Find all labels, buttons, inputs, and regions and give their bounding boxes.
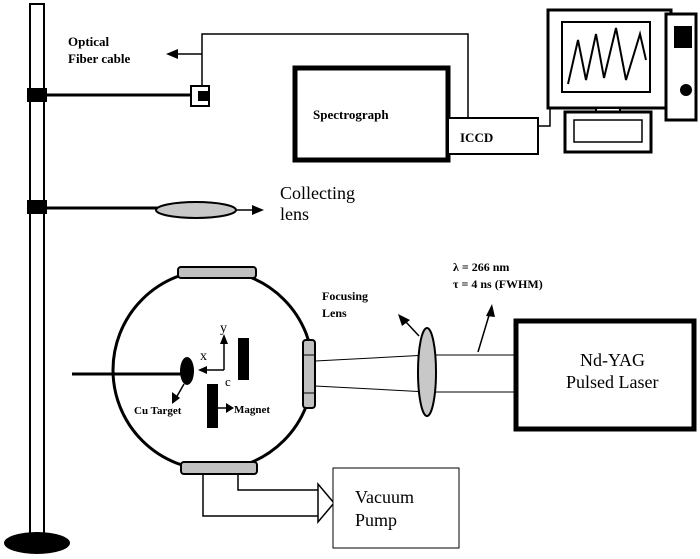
stand-base — [4, 532, 70, 554]
beam-params-pointer — [477, 311, 491, 353]
cu-target — [180, 357, 194, 385]
iccd-label: ICCD — [460, 130, 493, 145]
laser-beam-path: Focusing Lens λ = 266 nm τ = 4 ns (FWHM) — [314, 260, 543, 417]
computer-keyboard — [573, 119, 643, 143]
wavelength-label: λ = 266 nm — [453, 260, 509, 274]
vacuum-label-2: Pump — [355, 510, 397, 530]
vacuum-pump: Vacuum Pump — [202, 467, 460, 549]
focusing-lens-arrow-head — [398, 314, 410, 326]
cu-target-label: Cu Target — [134, 405, 182, 417]
optical-fiber-label-2: Fiber cable — [68, 51, 130, 66]
stand-clamp-lower — [27, 200, 47, 214]
spectrograph-label: Spectrograph — [313, 107, 389, 122]
pump-line-outer — [202, 474, 320, 517]
cu-target-arrow-head — [172, 392, 180, 404]
x-axis-arrow — [198, 366, 207, 374]
computer — [546, 8, 698, 154]
focusing-label-1: Focusing — [322, 289, 368, 303]
magnet-lower — [207, 384, 218, 428]
laser-label-1: Nd-YAG — [580, 350, 645, 370]
nd-yag-laser: Nd-YAG Pulsed Laser — [513, 318, 697, 432]
x-axis-label: x — [200, 349, 207, 364]
y-axis-label: y — [220, 321, 227, 336]
laser-box — [513, 318, 697, 432]
pump-line-inner — [237, 474, 320, 491]
collecting-lens-shape — [155, 201, 237, 219]
collecting-lens-arrow-head — [252, 205, 264, 215]
spectrograph-unit: Spectrograph ICCD — [292, 65, 565, 163]
chamber-laser-window — [302, 339, 316, 409]
chamber-bottom-port — [180, 461, 258, 475]
magnet-label: Magnet — [234, 404, 270, 416]
beam-top-converge — [314, 354, 429, 362]
pump-arrow — [317, 481, 335, 525]
pulse-width-label: τ = 4 ns (FWHM) — [453, 277, 543, 291]
vacuum-chamber: Cu Target Magnet y x c — [72, 266, 316, 475]
focusing-lens-shape — [417, 327, 437, 417]
collecting-label-2: lens — [280, 204, 309, 224]
tower-drive — [674, 26, 692, 48]
tower-power-button — [680, 84, 692, 96]
fiber-arrow-head — [166, 49, 178, 59]
optical-fiber-label-1: Optical — [68, 34, 110, 49]
monitor-screen — [561, 21, 651, 93]
focusing-lens-pointer — [405, 321, 420, 337]
collecting-label-1: Collecting — [280, 183, 355, 203]
focusing-label-2: Lens — [322, 306, 347, 320]
vacuum-label-1: Vacuum — [355, 487, 414, 507]
collecting-lens: Collecting lens — [155, 183, 355, 224]
beam-params-arrow-head — [486, 304, 495, 317]
spectrograph-box — [292, 65, 451, 163]
magnet-upper — [238, 338, 249, 380]
c-axis-label: c — [225, 374, 231, 389]
laser-label-2: Pulsed Laser — [566, 372, 658, 392]
iccd-box — [447, 117, 539, 155]
stand-clamp-upper — [27, 88, 47, 102]
chamber-top-window — [177, 266, 257, 279]
support-stand — [4, 3, 192, 554]
cu-target-pointer — [175, 383, 185, 399]
stand-pole — [29, 3, 45, 543]
optical-fiber: Optical Fiber cable — [68, 33, 469, 119]
y-axis-arrow — [220, 334, 228, 344]
fiber-connector-tip — [198, 91, 210, 101]
vacuum-pump-box — [332, 467, 460, 549]
spectrum-trace — [567, 27, 647, 85]
magnet-arrow-head — [226, 403, 234, 413]
beam-bottom-converge — [314, 385, 429, 393]
